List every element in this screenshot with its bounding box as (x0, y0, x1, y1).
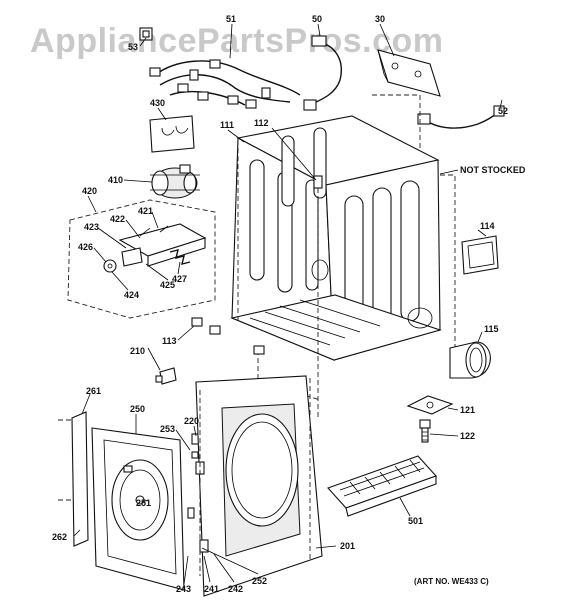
art-number: (ART NO. WE433 C) (414, 577, 489, 586)
sensor-harness-part[interactable] (417, 105, 505, 129)
callout-52: 52 (498, 106, 508, 116)
leveling-bracket-part[interactable] (406, 395, 454, 415)
callout-427: 427 (172, 274, 187, 284)
callout-113: 113 (162, 336, 177, 346)
exhaust-duct-part[interactable] (449, 341, 491, 379)
callout-261: 261 (86, 386, 101, 396)
motor-part[interactable] (150, 164, 200, 199)
cabinet-part[interactable] (230, 115, 442, 361)
front-panel-250-part[interactable] (91, 427, 185, 591)
watermark-text: AppliancePartsPros.com (30, 22, 443, 60)
callout-242: 242 (228, 584, 243, 594)
callout-121: 121 (460, 405, 475, 415)
spring-427-part[interactable] (169, 249, 191, 265)
terminal-block-bracket-part[interactable] (377, 49, 441, 97)
callout-111: 111 (220, 120, 234, 130)
callout-410: 410 (108, 175, 123, 185)
callout-243: 243 (176, 584, 191, 594)
motor-mount-part[interactable] (118, 223, 207, 267)
callout-251: 251 (136, 498, 151, 508)
connector-53-part[interactable] (139, 27, 153, 41)
callout-252: 252 (252, 576, 267, 586)
callout-262: 262 (52, 532, 67, 542)
drum-support-part[interactable] (149, 115, 195, 153)
power-cord-part[interactable] (303, 35, 342, 111)
clip-113-part[interactable] (191, 317, 265, 355)
leveling-leg-part[interactable] (419, 419, 431, 443)
drying-rack-part[interactable] (327, 455, 437, 517)
callout-201: 201 (340, 541, 355, 551)
callout-423: 423 (84, 222, 99, 232)
callout-421: 421 (138, 206, 153, 216)
front-panel-201-part[interactable] (187, 375, 323, 597)
callout-424: 424 (124, 290, 139, 300)
belt-idler-part[interactable] (103, 247, 143, 273)
callout-430: 430 (150, 98, 165, 108)
callout-53: 53 (128, 42, 138, 52)
leader-lines (73, 23, 503, 585)
callout-425: 425 (160, 280, 175, 290)
callout-220: 220 (184, 416, 199, 426)
callout-420: 420 (82, 186, 97, 196)
callout-241: 241 (204, 584, 219, 594)
callout-not-stocked: NOT STOCKED (460, 165, 526, 175)
callout-501: 501 (408, 516, 423, 526)
callout-51: 51 (226, 14, 236, 24)
guide-line (440, 174, 456, 370)
callout-115: 115 (484, 324, 499, 334)
callout-112: 112 (254, 118, 269, 128)
callout-210: 210 (130, 346, 145, 356)
callout-30: 30 (375, 14, 385, 24)
motor-assembly-outline (67, 199, 216, 319)
door-switch-part[interactable] (155, 367, 177, 385)
duct-114-part[interactable] (461, 235, 499, 275)
wire-harness-part[interactable] (149, 59, 301, 109)
front-panel-strip-part[interactable] (58, 411, 89, 547)
callout-422: 422 (110, 214, 125, 224)
guide-line (372, 94, 421, 150)
callout-114: 114 (480, 221, 495, 231)
callout-253: 253 (160, 424, 175, 434)
callout-250: 250 (130, 404, 145, 414)
callout-50: 50 (312, 14, 322, 24)
callout-426: 426 (78, 242, 93, 252)
callout-122: 122 (460, 431, 475, 441)
